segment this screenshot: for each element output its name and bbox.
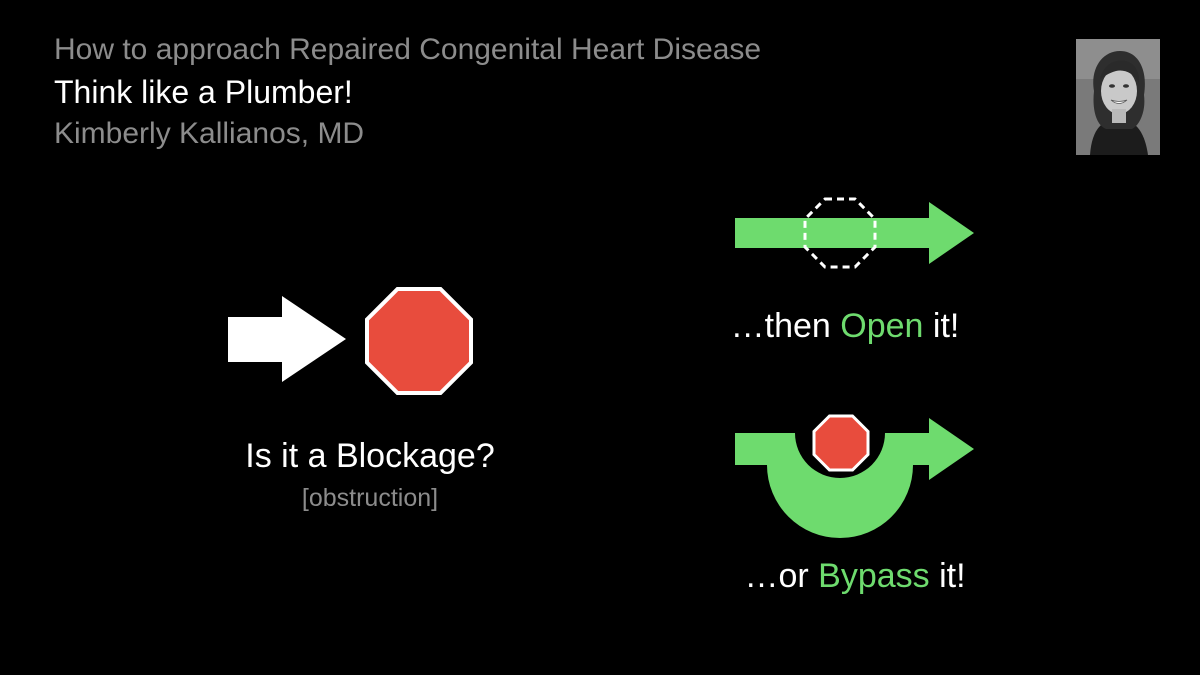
slide-header: How to approach Repaired Congenital Hear… — [54, 30, 761, 154]
bypass-arrow-green-icon — [735, 418, 974, 538]
portrait-image — [1076, 39, 1160, 155]
stop-sign-blockage-icon — [365, 287, 473, 395]
bypass-caption: …or Bypass it! — [655, 557, 1055, 596]
flow-arrow-white-icon — [228, 296, 346, 382]
slide-supertitle: How to approach Repaired Congenital Hear… — [54, 33, 762, 66]
obstruction-subtitle: [obstruction] — [301, 484, 439, 512]
blockage-question: Is it a Blockage? — [245, 437, 495, 475]
stop-sign-bypass-icon — [812, 414, 870, 472]
bypass-caption-prefix: …or — [744, 557, 819, 595]
bypass-caption-suffix: it! — [929, 557, 966, 595]
removed-blockage-outline-icon — [803, 197, 877, 269]
open-caption-suffix: it! — [923, 307, 960, 345]
flow-arrow-green-open-icon — [735, 202, 974, 264]
slide-author: Kimberly Kallianos, MD — [54, 117, 365, 150]
presenter-portrait — [1076, 39, 1160, 155]
open-caption-highlight: Open — [840, 307, 924, 345]
slide-title: Think like a Plumber! — [54, 74, 353, 110]
open-caption-prefix: …then — [730, 307, 841, 345]
bypass-caption-highlight: Bypass — [818, 557, 930, 595]
open-caption: …then Open it! — [645, 307, 1045, 346]
